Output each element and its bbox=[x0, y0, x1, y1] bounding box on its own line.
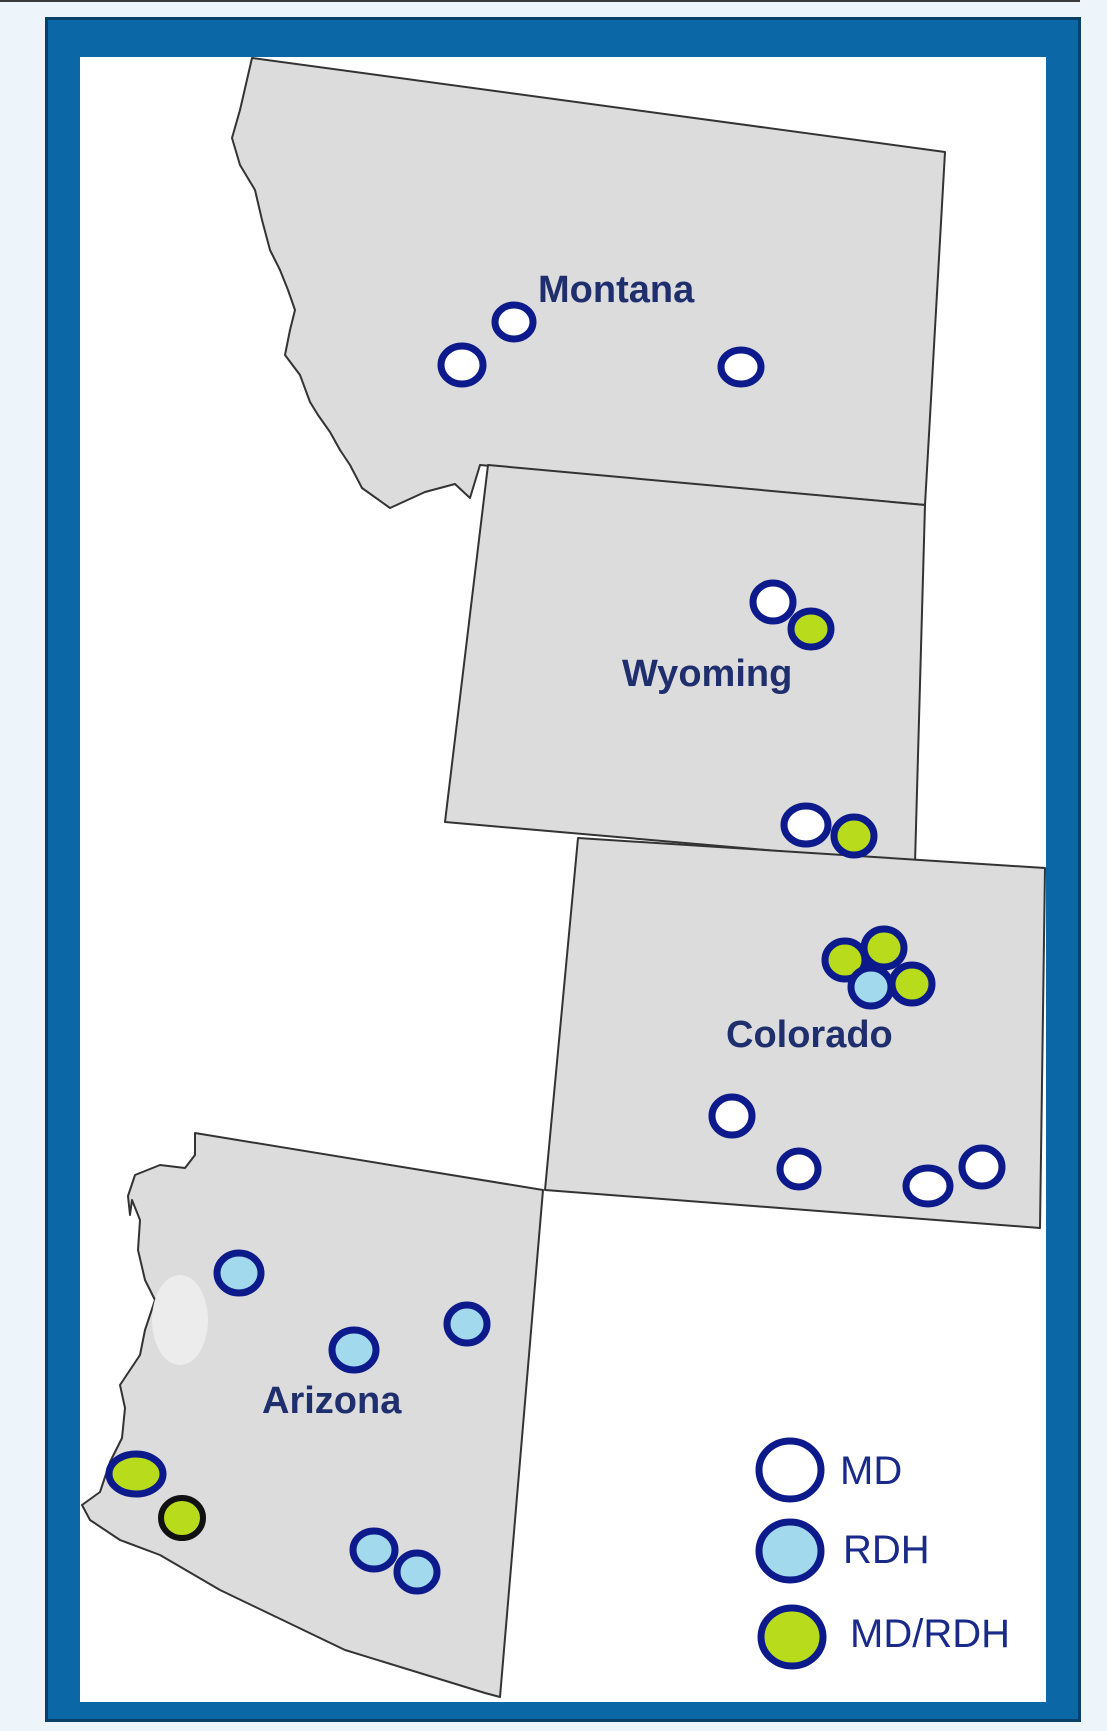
marker-md-rdh bbox=[860, 925, 908, 971]
marker-md bbox=[717, 346, 765, 388]
legend-rdh-swatch bbox=[755, 1518, 825, 1584]
legend-md-rdh-label: MD/RDH bbox=[850, 1612, 1010, 1656]
marker-rdh bbox=[443, 1301, 491, 1347]
marker-md-rdh bbox=[830, 813, 878, 859]
lake-patch bbox=[152, 1275, 208, 1365]
legend-md-rdh-swatch bbox=[757, 1604, 827, 1670]
marker-md-rdh bbox=[787, 607, 835, 651]
legend-rdh-label: RDH bbox=[843, 1528, 930, 1572]
marker-md bbox=[491, 301, 537, 343]
marker-md bbox=[437, 342, 487, 388]
label-wyoming: Wyoming bbox=[622, 653, 792, 695]
marker-rdh bbox=[213, 1249, 265, 1297]
state-colorado bbox=[544, 837, 1046, 1229]
marker-md bbox=[958, 1144, 1006, 1190]
marker-md bbox=[708, 1093, 756, 1139]
legend-md-label: MD bbox=[840, 1449, 902, 1493]
marker-md bbox=[780, 802, 832, 848]
marker-rdh bbox=[847, 964, 895, 1010]
marker-md bbox=[776, 1147, 822, 1191]
label-colorado: Colorado bbox=[726, 1014, 893, 1056]
marker-md bbox=[749, 579, 797, 625]
marker-md-rdh bbox=[105, 1450, 167, 1498]
legend-md-swatch bbox=[755, 1437, 825, 1503]
marker-md bbox=[902, 1164, 954, 1208]
marker-rdh bbox=[393, 1549, 441, 1595]
marker-rdh bbox=[328, 1326, 380, 1374]
label-montana: Montana bbox=[538, 269, 695, 311]
marker-md-rdh bbox=[888, 961, 936, 1007]
marker-md-rdh bbox=[158, 1495, 206, 1541]
marker-rdh bbox=[349, 1527, 399, 1573]
state-montana bbox=[231, 57, 946, 509]
top-rule bbox=[0, 0, 1080, 2]
legend: MD RDH MD/RDH bbox=[755, 1437, 1010, 1670]
label-arizona: Arizona bbox=[262, 1380, 402, 1422]
